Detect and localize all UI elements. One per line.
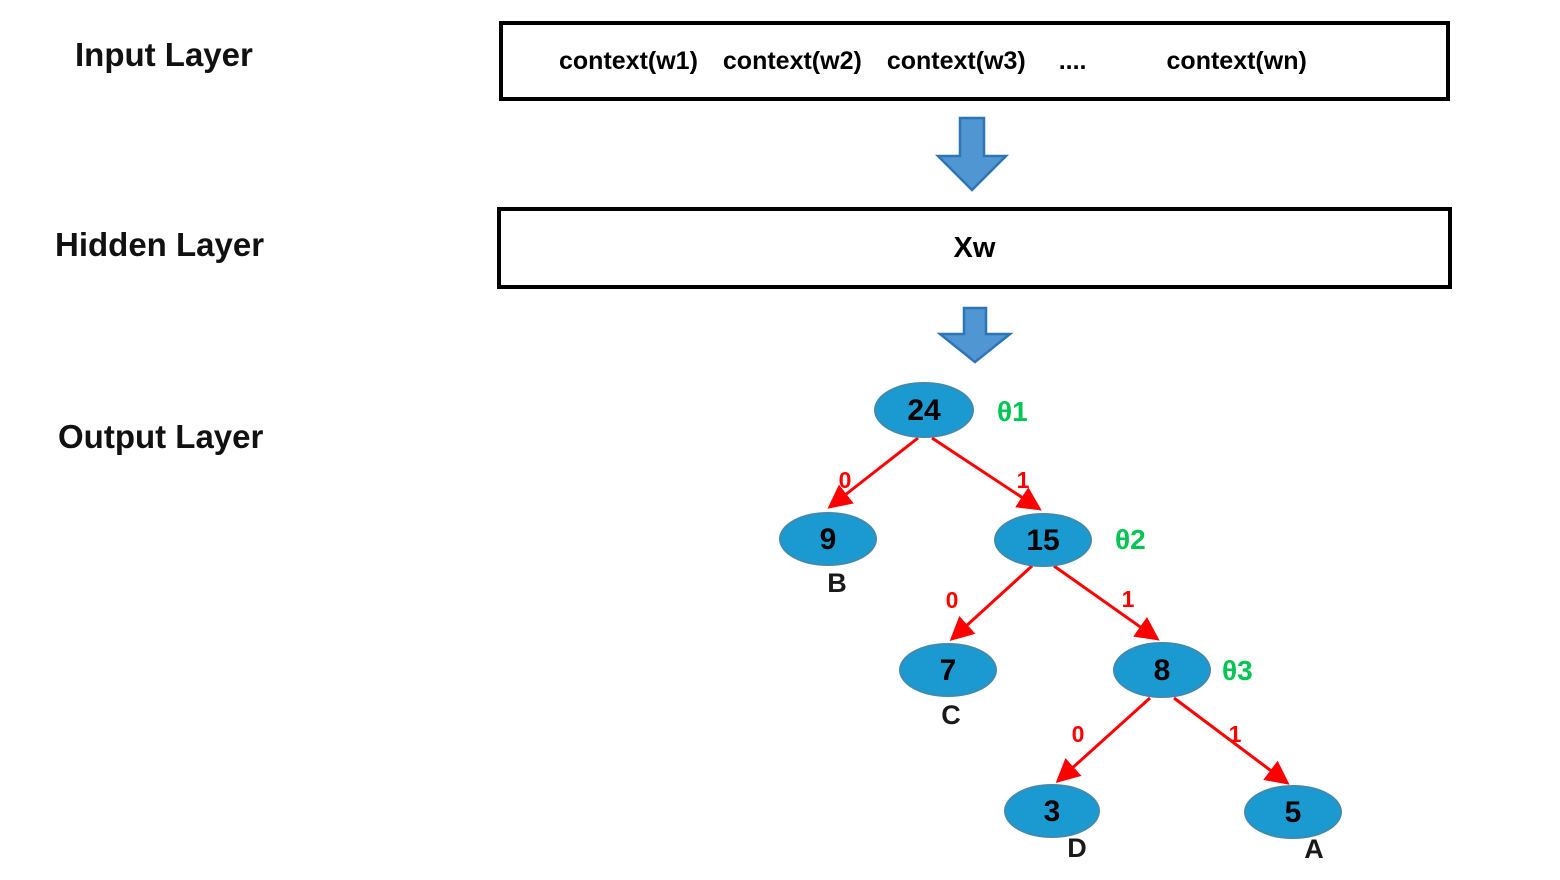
word-label-B: B [827, 568, 847, 598]
edge-bit-1: 1 [1017, 467, 1030, 493]
output-layer-label: Output Layer [58, 418, 264, 455]
input-context-w3: context(w3) [886, 46, 1026, 75]
tree-edge-8-3 [1055, 696, 1152, 784]
down-arrow-icon [934, 116, 1010, 192]
word-label-A: A [1304, 834, 1324, 864]
hidden-layer-value: Xw [953, 231, 996, 264]
tree-node-3 [1004, 784, 1100, 838]
node-value: 5 [1285, 796, 1302, 829]
tree-edge-15-8 [1053, 564, 1160, 641]
tree-node-9 [779, 512, 877, 566]
input-context-w1: context(w1) [559, 46, 698, 75]
word-label-D: D [1067, 833, 1087, 863]
word-label-C: C [941, 700, 961, 730]
theta-label-2: θ2 [1115, 524, 1146, 555]
node-value: 9 [820, 523, 837, 556]
input-layer-box: context(w1) context(w2) context(w3) ....… [499, 21, 1450, 101]
tree-node-15 [994, 513, 1092, 567]
edge-bit-1: 1 [1122, 586, 1135, 612]
tree-node-8 [1113, 642, 1211, 698]
theta-label-1: θ1 [997, 396, 1028, 427]
tree-node-5 [1244, 785, 1342, 839]
edge-bit-0: 0 [1072, 721, 1085, 747]
tree-node-7 [899, 643, 997, 697]
theta-label-3: θ3 [1222, 655, 1253, 686]
edge-bit-0: 0 [839, 467, 852, 493]
edge-bit-0: 0 [946, 587, 959, 613]
edge-bit-1: 1 [1229, 721, 1242, 747]
input-ellipsis: .... [1058, 46, 1087, 75]
tree-edge-24-15 [931, 436, 1042, 511]
input-context-w2: context(w2) [722, 46, 862, 75]
node-value: 8 [1154, 654, 1171, 687]
node-value: 24 [907, 394, 941, 427]
input-layer-label: Input Layer [75, 36, 253, 73]
input-context-wn: context(wn) [1166, 46, 1307, 75]
hidden-layer-label: Hidden Layer [55, 226, 265, 263]
tree-edge-15-7 [949, 564, 1034, 642]
tree-node-24 [874, 382, 974, 438]
node-value: 3 [1044, 795, 1061, 828]
node-value: 7 [940, 654, 957, 687]
tree-edge-8-5 [1173, 696, 1290, 785]
hidden-layer-box: Xw [497, 207, 1452, 289]
tree-edge-24-9 [827, 436, 919, 509]
node-value: 15 [1026, 524, 1059, 557]
down-arrow-icon [936, 306, 1014, 364]
